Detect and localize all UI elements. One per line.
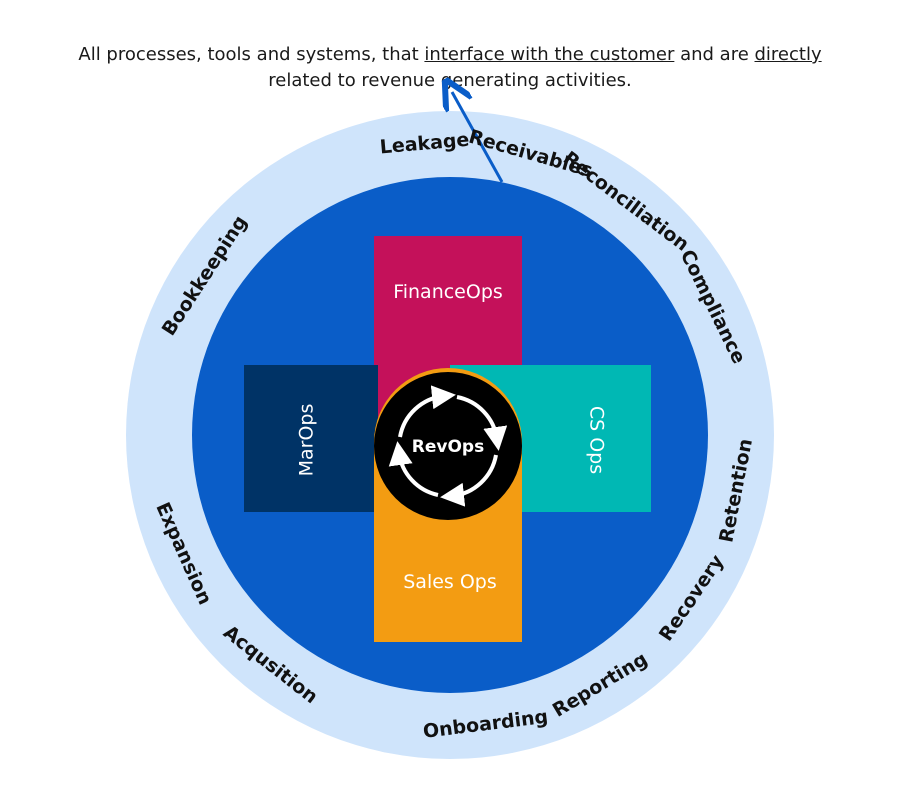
marops-block [244,365,378,512]
csops-label: CS Ops [586,406,608,474]
definition-underline-directly: directly [754,44,822,65]
marops-label: MarOps [296,404,318,477]
pointer-arrow [452,92,504,183]
definition-part-2: and are [674,44,755,65]
revops-hub [374,372,522,520]
definition-text: All processes, tools and systems, that i… [60,42,840,94]
definition-part-1: All processes, tools and systems, that [78,44,425,65]
cycle-arrows-icon [388,385,508,507]
revops-label: RevOps [412,437,484,457]
financeops-label: FinanceOps [393,281,503,303]
definition-underline-customer: interface with the customer [424,44,675,65]
salesops-label: Sales Ops [403,571,497,593]
